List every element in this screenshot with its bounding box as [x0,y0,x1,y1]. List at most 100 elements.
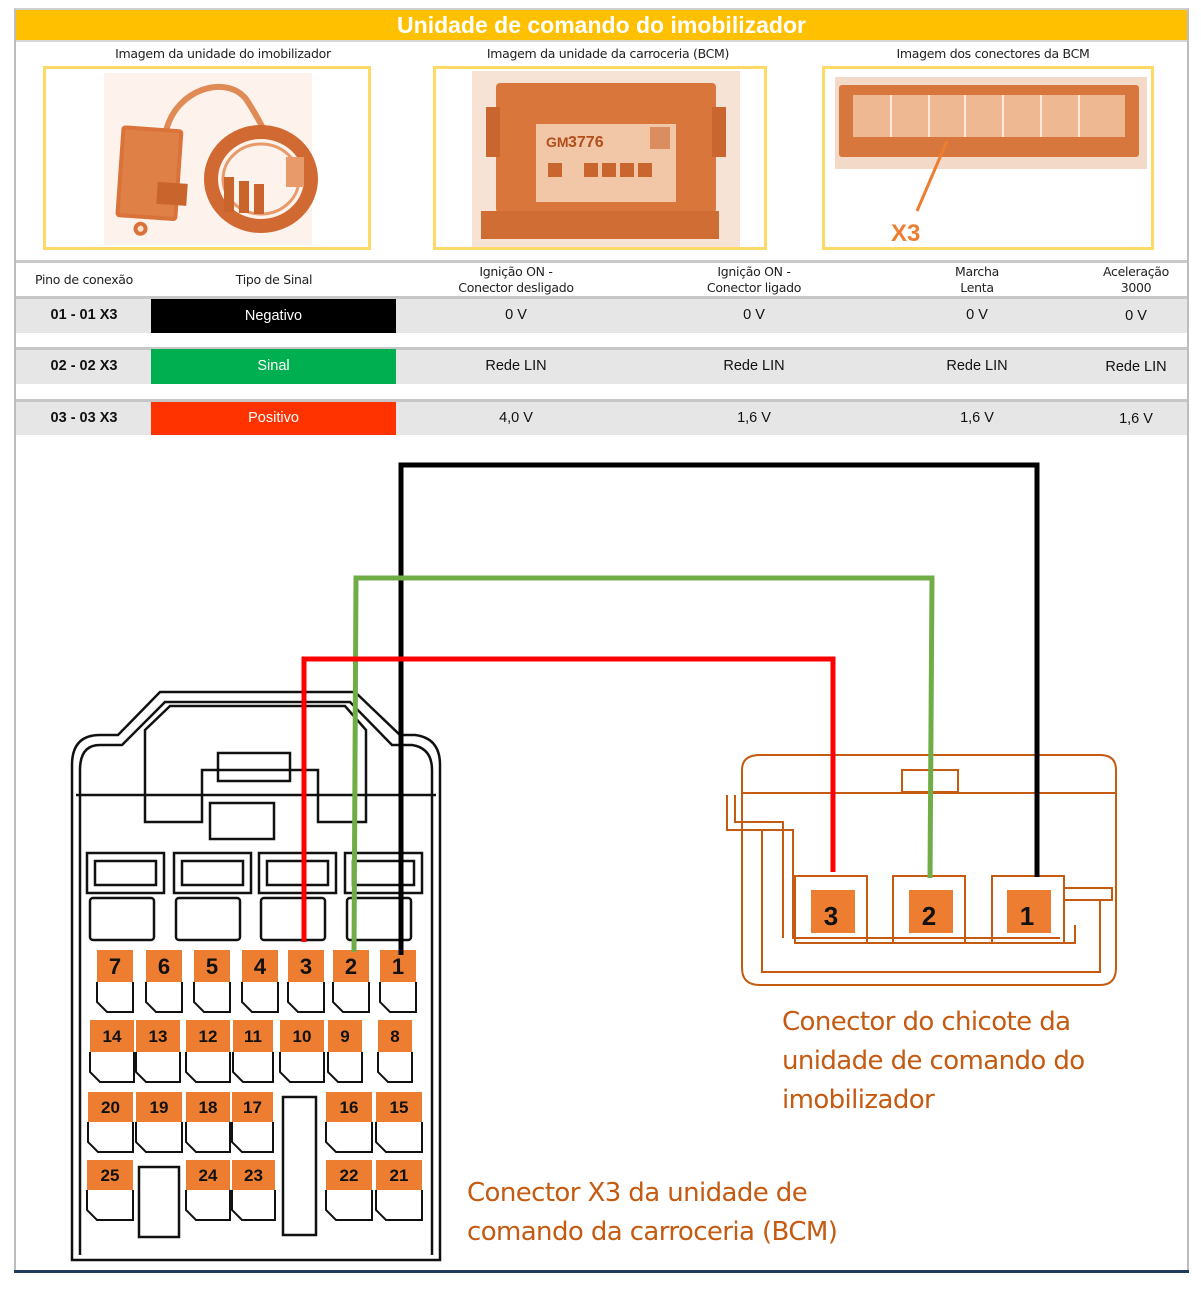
header-pin: Pino de conexão [35,272,133,287]
bcm-pin-number: 15 [390,1098,409,1117]
terminal-cavity [241,982,279,1013]
bcm-pin-number: 11 [244,1027,262,1046]
terminal-cavity [375,1122,423,1153]
bcm-connector-label: Conector X3 da unidade de comando da car… [467,1174,838,1252]
terminal-cavity [375,1190,423,1221]
header-line: Marcha [955,264,999,279]
bcm-pin-number: 3 [300,954,312,979]
label-line: unidade de comando do [782,1046,1085,1076]
bcm-pin-11 [233,1020,273,1052]
terminal-cavity [379,982,417,1013]
bcm-pin-number: 9 [340,1027,349,1046]
bcm-terminal-cavities [86,982,423,1221]
row-value: Rede LIN [946,358,1008,374]
bcm-pin-22 [326,1160,372,1190]
immobilizer-unit-illustration [104,73,318,245]
terminal-cavity [96,982,134,1013]
bcm-pin-number: 1 [392,954,404,979]
bottom-rule [14,1270,1189,1273]
bcm-pin-16 [326,1092,372,1122]
bcm-unit-image: GM 3776 [433,66,767,250]
label-line: Conector X3 da unidade de [467,1178,808,1208]
header-signal-type: Tipo de Sinal [235,272,313,287]
bcm-pin-4 [242,950,278,982]
header-line: Lenta [960,280,994,295]
bcm-pin-number: 22 [340,1166,359,1185]
bcm-pin-20 [88,1092,133,1122]
wire-pin1-black [398,462,1040,955]
terminal-cavity [287,982,325,1013]
bcm-pin-2 [333,950,369,982]
terminal-cavity [185,1122,231,1153]
bcm-pin-number: 16 [340,1098,359,1117]
terminal-cavity [325,1190,373,1221]
bcm-pin-number: 13 [149,1027,168,1046]
row-value: 0 V [1125,308,1147,324]
bcm-pin-number: 10 [293,1027,312,1046]
bcm-pin-15 [376,1092,422,1122]
bcm-pin-18 [186,1092,230,1122]
header-line: 3000 [1120,280,1152,295]
row-pin: 03 - 03 X3 [50,410,118,426]
page-frame [14,8,1189,1272]
bcm-pin-number: 8 [390,1027,399,1046]
row-value: Rede LIN [485,358,547,374]
bcm-pin-14 [90,1020,134,1052]
header-line: Ignição ON - [717,264,791,279]
bcm-pin-21 [376,1160,422,1190]
terminal-cavity [231,1122,274,1153]
terminal-cavity [87,1122,134,1153]
bcm-pin-number: 7 [109,954,121,979]
immobilizer-image-caption: Imagem da unidade do imobilizador [115,46,331,61]
bcm-pin-6 [146,950,182,982]
bcm-pin-12 [186,1020,230,1052]
bcm-pin-8 [378,1020,412,1052]
terminal-cavity [279,1052,325,1083]
terminal-cavity [89,1052,135,1083]
x3-callout-label: X3 [891,220,920,247]
bcm-pin-19 [136,1092,182,1122]
harness-pin-number: 2 [922,901,936,931]
bcm-pin-number: 5 [206,954,218,979]
bcm-pin-1 [380,950,416,982]
harness-connector-label: Conector do chicote da unidade de comand… [782,1003,1085,1120]
bcm-connectors-illustration: X3 [835,77,1147,247]
label-line: imobilizador [782,1085,935,1115]
terminal-cavity [332,982,370,1013]
bcm-pin-number: 14 [103,1027,122,1046]
terminal-cavity [193,982,231,1013]
bcm-pin-24 [186,1160,230,1190]
terminal-cavity [325,1122,373,1153]
row-pin: 02 - 02 X3 [50,358,118,374]
harness-pin-number: 3 [824,901,838,931]
terminal-cavity [86,1190,134,1221]
label-line: Conector do chicote da [782,1007,1071,1037]
bcm-pin-23 [232,1160,275,1190]
harness-pin-number: 1 [1020,901,1034,931]
terminal-cavity [232,1052,274,1083]
bcm-pin-3 [288,950,324,982]
bcm-pin-number: 12 [199,1027,218,1046]
bcm-pin-25 [87,1160,133,1190]
page-title: Unidade de comando do imobilizador [16,10,1187,42]
header-line: Ignição ON - [479,264,553,279]
signal-badge-signal: Sinal [151,349,396,384]
header-line: Aceleração [1102,264,1170,279]
row-value: 0 V [966,307,988,323]
row-value: 0 V [505,307,527,323]
bcm-pin-number: 6 [158,954,170,979]
svg-text:GM: GM [546,134,569,150]
signal-badge-positive: Positivo [151,402,396,435]
row-value: Rede LIN [1105,359,1167,375]
bcm-pin-number: 4 [254,954,267,979]
bcm-pin-9 [328,1020,362,1052]
terminal-cavity [145,982,183,1013]
bcm-pin-number: 20 [101,1098,120,1117]
bcm-pin-13 [136,1020,180,1052]
harness-pin-1 [1007,890,1051,933]
signal-badge-negative: Negativo [151,299,396,333]
header-line: Conector desligado [458,280,574,295]
row-value: 0 V [743,307,765,323]
harness-connector-housing [726,754,1117,986]
section-divider [16,260,1187,263]
